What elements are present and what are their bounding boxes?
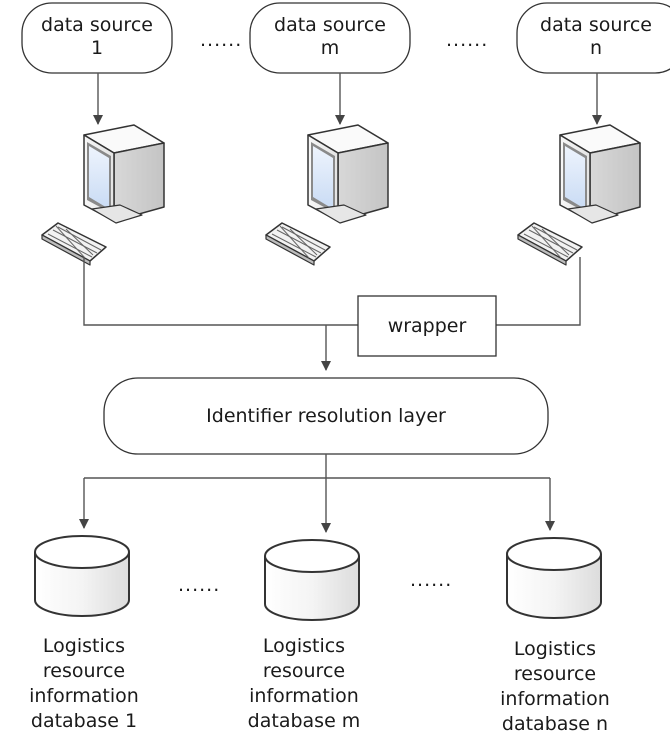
link-computer-n (496, 257, 581, 326)
database-m (264, 539, 360, 621)
database-ellipsis-right: ...... (410, 569, 453, 591)
data-source-label-m: data source m (274, 14, 386, 59)
database-1 (34, 535, 130, 617)
link-computer-1 (83, 257, 358, 326)
data-source-box-1 (21, 2, 173, 74)
resolution-layer-label: Identifier resolution layer (206, 405, 446, 427)
computer-n (517, 124, 641, 266)
data-source-box-m (249, 2, 411, 74)
data-source-label-1: data source 1 (41, 14, 153, 59)
wrapper-box (357, 295, 497, 357)
database-n (506, 537, 602, 619)
computer-m (265, 124, 389, 266)
database-ellipsis-left: ...... (178, 574, 221, 596)
wrapper-label: wrapper (387, 315, 467, 337)
database-label-m: Logistics resource information database … (247, 635, 361, 732)
database-label-1: Logistics resource information database … (29, 635, 139, 732)
source-ellipsis-left: ...... (200, 29, 243, 51)
source-ellipsis-right: ...... (446, 29, 489, 51)
data-source-box-n (516, 2, 670, 74)
database-label-n: Logistics resource information database … (500, 638, 610, 735)
data-source-label-n: data source n (540, 14, 652, 59)
computer-1 (41, 124, 165, 266)
